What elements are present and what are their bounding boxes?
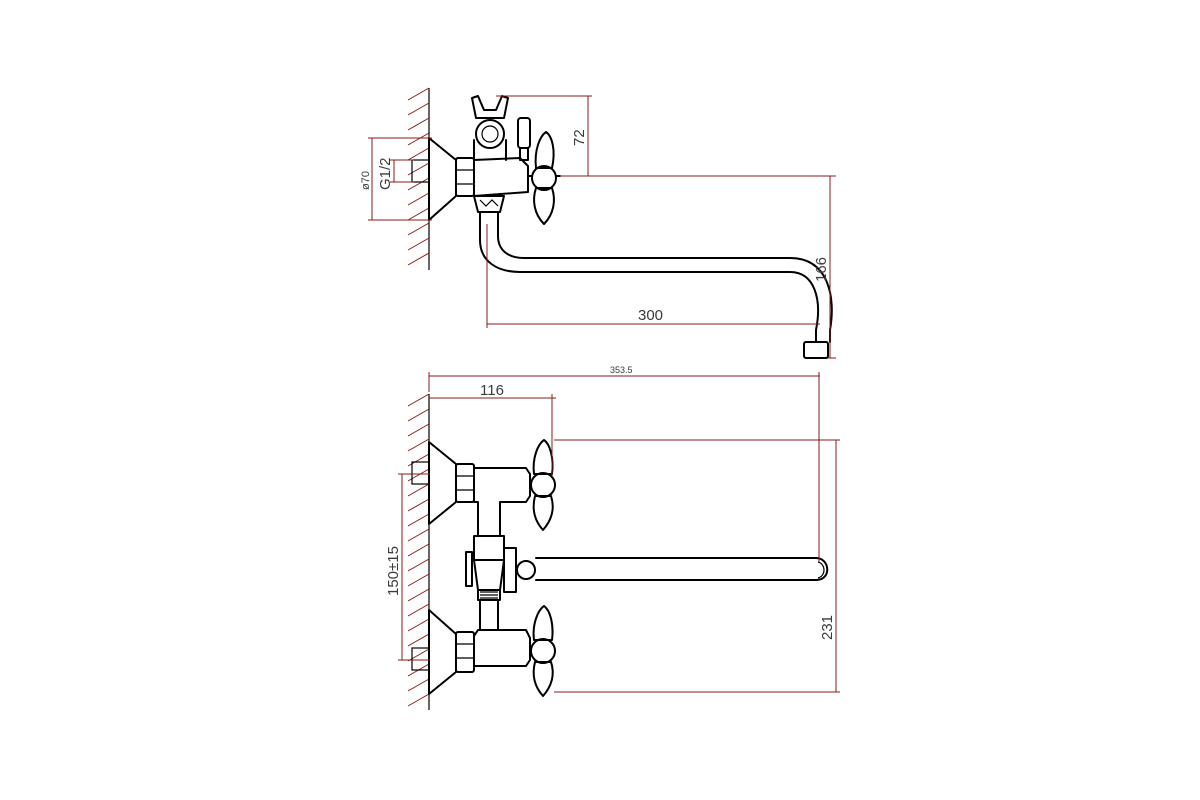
dimensions-top	[368, 95, 836, 359]
lower-flange	[428, 609, 457, 695]
mixer-body-top	[473, 157, 529, 197]
diverter-lever-top	[517, 117, 531, 161]
wall-hatching-front	[407, 393, 430, 710]
lower-hex-nut	[455, 631, 475, 673]
dimensions-front	[398, 372, 840, 693]
front-view: 353.5 116 231 150±15	[385, 365, 840, 710]
upper-body	[473, 467, 531, 537]
spout-front	[535, 557, 829, 581]
upper-hex-nut	[455, 463, 475, 503]
dim-label-353-5: 353.5	[610, 365, 633, 375]
dim-label-116: 116	[480, 382, 504, 399]
dim-label-72: 72	[571, 129, 588, 146]
dim-label-thread: G1/2	[377, 157, 394, 190]
spout-top	[479, 211, 819, 343]
upper-flange	[428, 441, 457, 525]
dim-label-flange-diameter: ø70	[360, 171, 372, 190]
aerator-top	[803, 341, 829, 359]
dim-label-150-15: 150±15	[385, 546, 402, 596]
lower-body	[473, 629, 531, 667]
swivel-collar-top	[473, 195, 505, 213]
dim-label-300: 300	[638, 307, 663, 324]
upper-cross-handle	[530, 439, 556, 531]
lower-inlet-pipe	[411, 647, 430, 671]
hex-nut-top	[455, 157, 475, 197]
cross-handle-top	[527, 131, 561, 225]
lower-cross-handle	[530, 605, 556, 697]
top-view: 72 166 300 ø70 G1/2	[360, 87, 836, 359]
diverter-body-front	[465, 535, 536, 631]
dim-label-166: 166	[813, 257, 830, 282]
flange-top	[428, 137, 457, 221]
upper-inlet-pipe	[411, 461, 430, 485]
shower-holder-top	[471, 95, 509, 161]
dim-label-231: 231	[819, 615, 836, 640]
wall-hatching-top	[407, 87, 430, 270]
